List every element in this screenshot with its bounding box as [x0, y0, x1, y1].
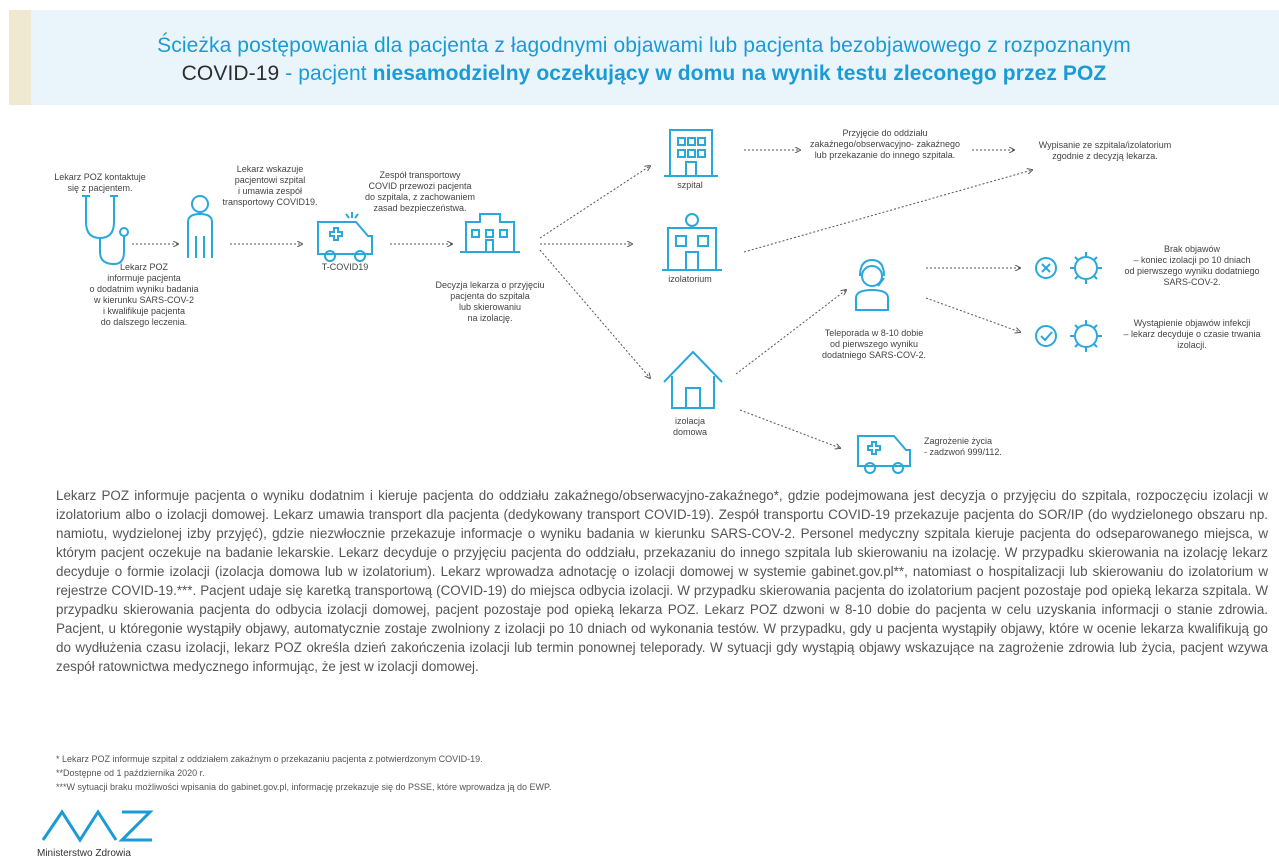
title-covid: COVID-19 [181, 62, 280, 85]
cross-circle-icon [1035, 257, 1057, 279]
izolatorium-label: izolatorium [668, 274, 712, 284]
ministry-logo-icon [41, 809, 154, 843]
ambulance-emergency-icon [857, 435, 911, 474]
stethoscope-icon [82, 195, 129, 266]
szpital-label: szpital [677, 180, 703, 190]
header-banner: Ścieżka postępowania dla pacjenta z łago… [9, 10, 1279, 105]
check-circle-icon [1035, 325, 1057, 347]
virus-icon-2 [1070, 320, 1102, 352]
doctor-headset-icon [855, 258, 889, 311]
flow-arrows [132, 150, 1032, 448]
title-line-2: COVID-19 - pacjent niesamodzielny oczeku… [9, 62, 1279, 86]
ambulance-label: T-COVID19 [321, 262, 369, 272]
no-symptoms-label: Brak objawów– koniec izolacji po 10 dnia… [1124, 244, 1260, 287]
description-paragraph: Lekarz POZ informuje pacjenta o wyniku d… [56, 488, 1268, 674]
title-patient: - pacjent [279, 62, 373, 85]
hospital-icon [664, 129, 718, 177]
isolation-center-icon [662, 213, 722, 271]
footnote-3: ***W sytuacji braku możliwości wpisania … [56, 782, 552, 792]
house-icon [663, 350, 723, 409]
virus-icon-1 [1070, 252, 1102, 284]
logo-text: Ministerstwo Zdrowia [37, 848, 131, 859]
patient-icon [187, 195, 213, 258]
footnote-1: * Lekarz POZ informuje szpital z oddział… [56, 754, 483, 764]
title-emphasis: niesamodzielny oczekujący w domu na wyni… [372, 62, 1107, 85]
footnote-2: **Dostępne od 1 października 2020 r. [56, 768, 205, 778]
hospital-decision-icon [460, 213, 520, 253]
flow-diagram [82, 129, 1102, 474]
symptoms-label: Wystąpienie objawów infekcji– lekarz dec… [1123, 318, 1261, 350]
title-line-1: Ścieżka postępowania dla pacjenta z łago… [157, 34, 1131, 57]
danger-label: Zagrożenie życia- zadzwoń 999/112. [924, 436, 1002, 457]
ambulance-icon [317, 212, 373, 262]
